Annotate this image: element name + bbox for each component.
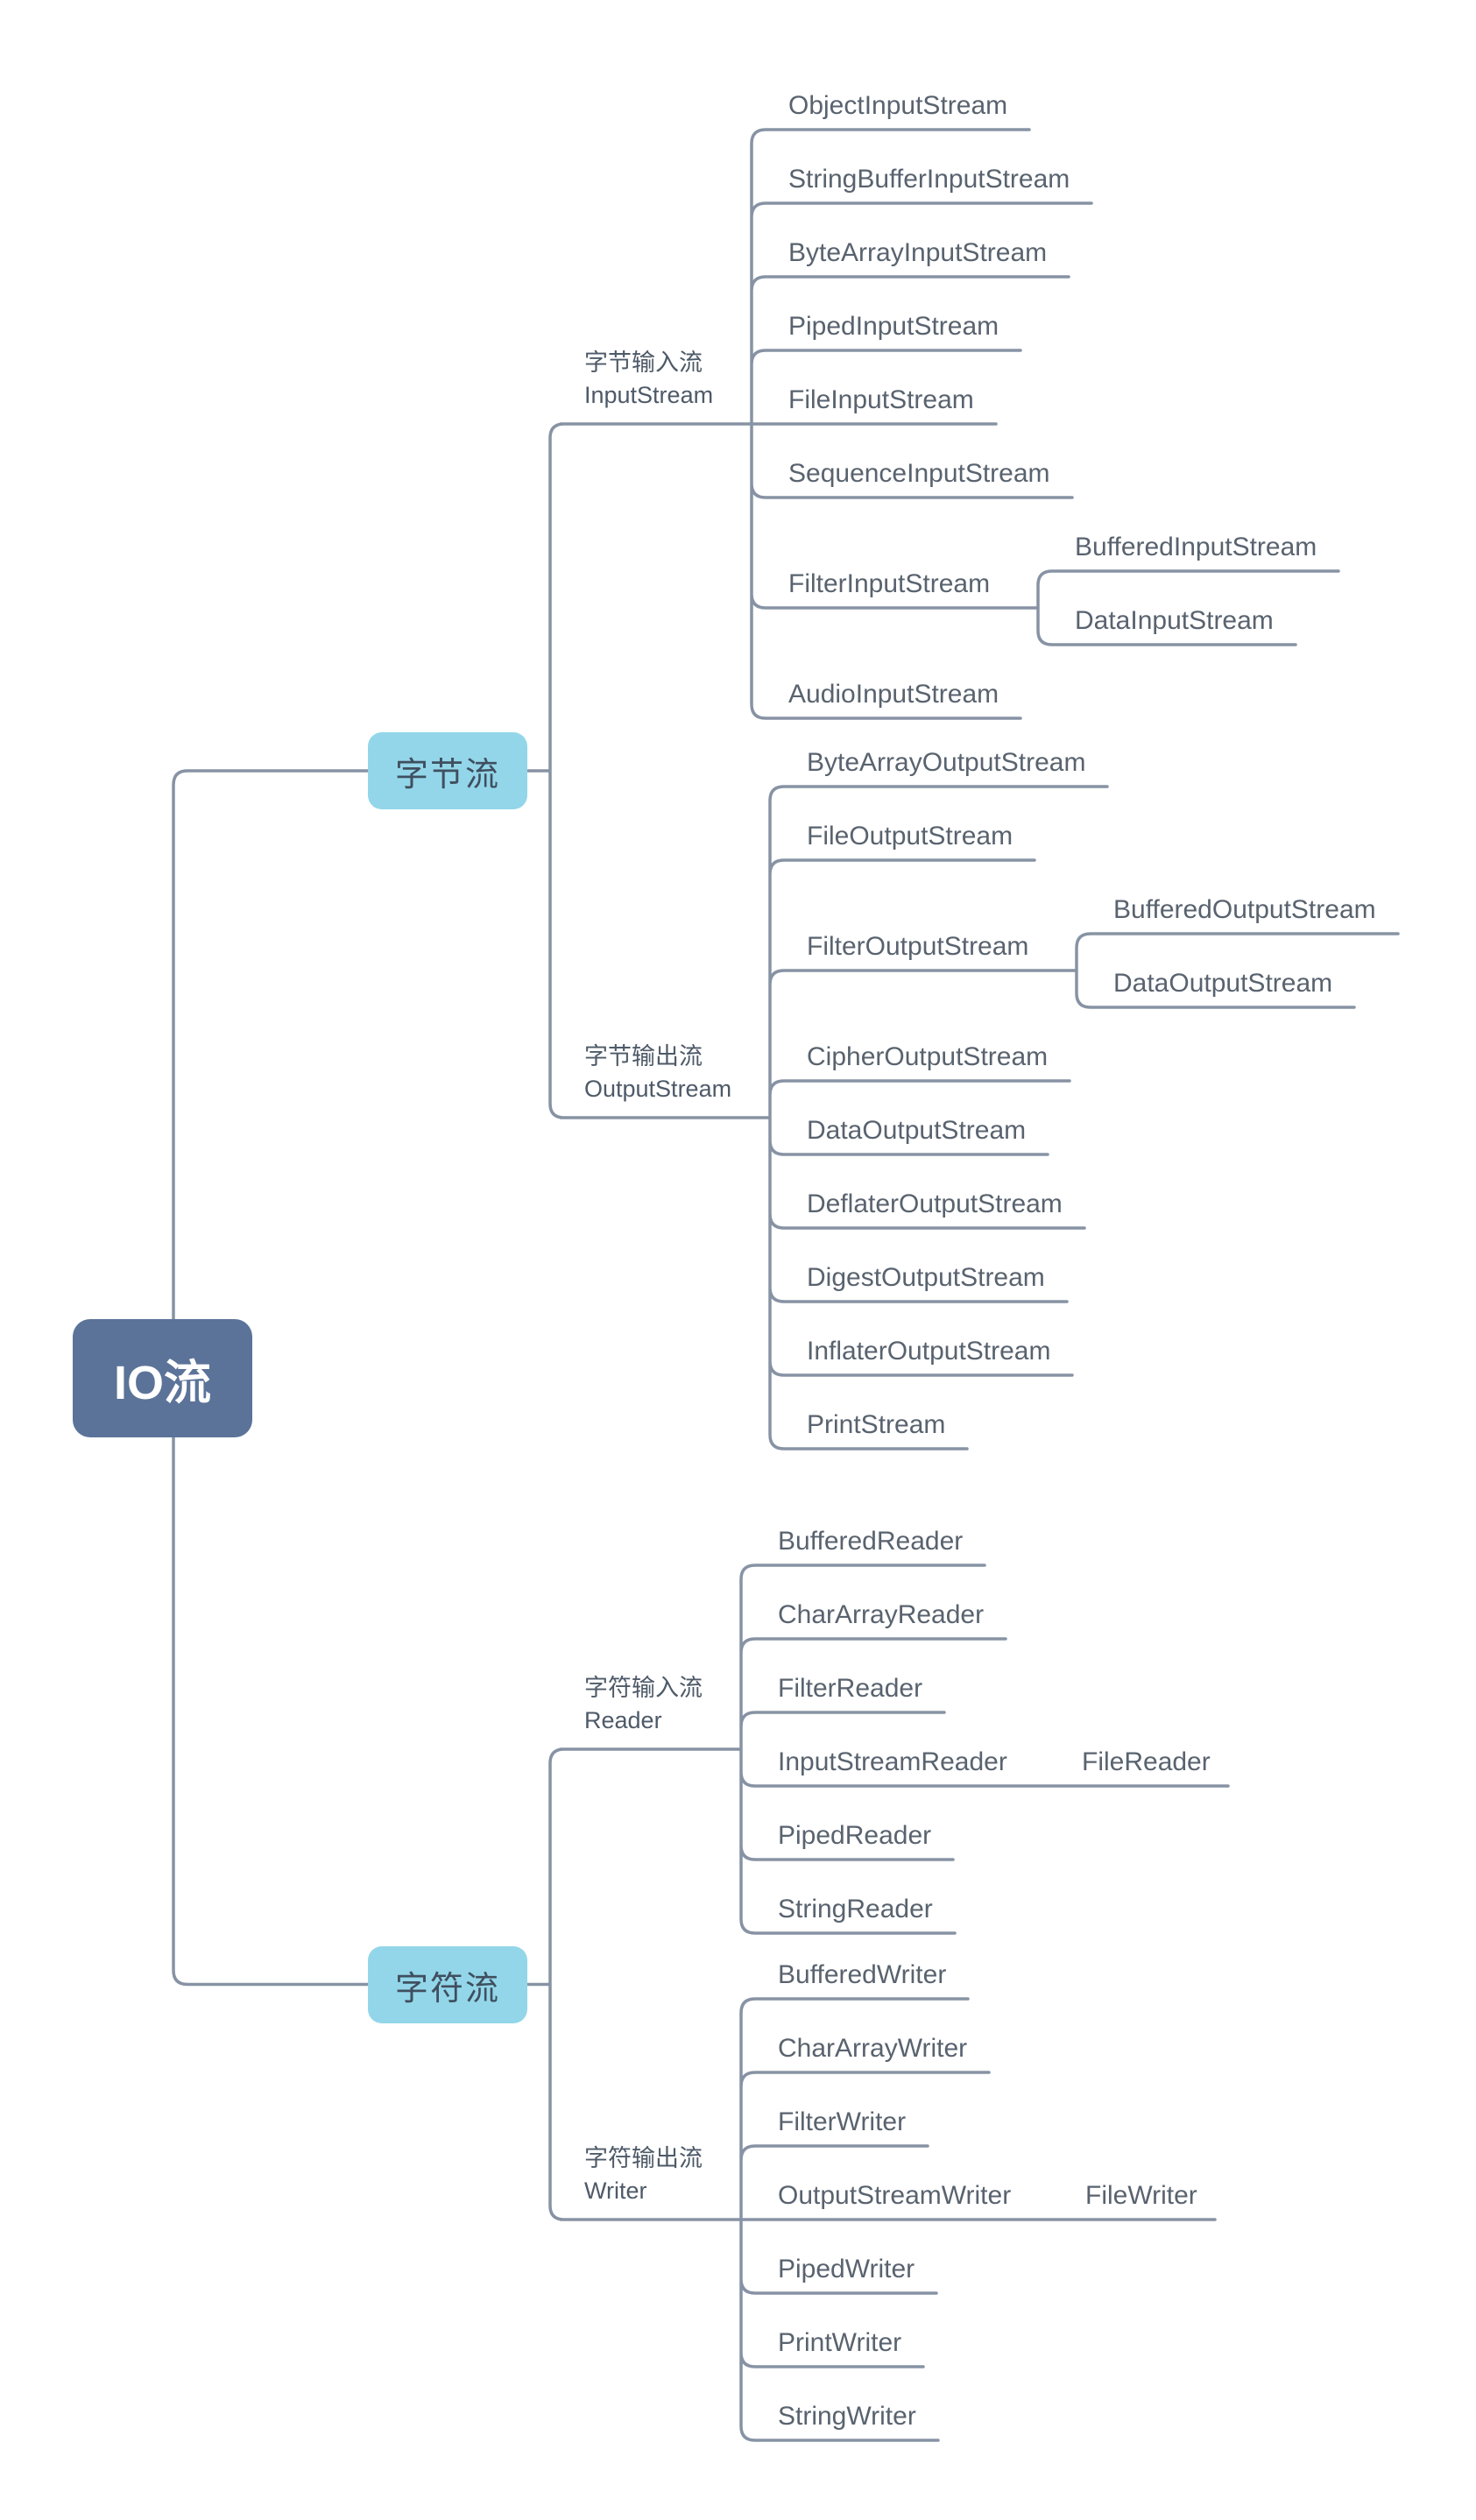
- node-bufferedoutputstream[interactable]: BufferedOutputStream: [1113, 895, 1376, 924]
- node-deflateroutputstream[interactable]: DeflaterOutputStream: [807, 1189, 1063, 1218]
- subtopic-byte-input-stream-subtitle: InputStream: [584, 382, 714, 408]
- node-pipedwriter[interactable]: PipedWriter: [778, 2255, 915, 2284]
- node-printstream[interactable]: PrintStream: [807, 1410, 946, 1439]
- node-filterwriter[interactable]: FilterWriter: [778, 2107, 907, 2136]
- node-filereader[interactable]: FileReader: [1082, 1747, 1211, 1776]
- node-fileinputstream[interactable]: FileInputStream: [788, 385, 974, 414]
- node-chararrayreader[interactable]: CharArrayReader: [778, 1600, 985, 1629]
- node-bytearrayoutputstream[interactable]: ByteArrayOutputStream: [807, 748, 1086, 777]
- subtopic-char-input-reader-title: 字符输入流: [584, 1675, 703, 1701]
- branch-byte-stream[interactable]: 字节流: [368, 732, 527, 809]
- subtopic-byte-input-stream-title: 字节输入流: [584, 349, 703, 376]
- node-stringwriter[interactable]: StringWriter: [778, 2402, 916, 2431]
- subtopic-char-output-writer[interactable]: 字符输出流 Writer: [584, 2142, 703, 2207]
- root-node-io-stream[interactable]: IO流: [73, 1319, 252, 1437]
- node-outputstreamwriter[interactable]: OutputStreamWriter: [778, 2181, 1012, 2210]
- node-dataoutputstream[interactable]: DataOutputStream: [807, 1116, 1027, 1145]
- node-dataoutputstream[interactable]: DataOutputStream: [1113, 969, 1333, 998]
- node-filterinputstream[interactable]: FilterInputStream: [788, 569, 991, 598]
- node-bufferedwriter[interactable]: BufferedWriter: [778, 1960, 947, 1989]
- node-audioinputstream[interactable]: AudioInputStream: [788, 680, 999, 709]
- node-printwriter[interactable]: PrintWriter: [778, 2328, 902, 2357]
- node-fileoutputstream[interactable]: FileOutputStream: [807, 822, 1013, 851]
- subtopic-char-input-reader-subtitle: Reader: [584, 1707, 662, 1733]
- subtopic-byte-output-stream[interactable]: 字节输出流 OutputStream: [584, 1041, 731, 1105]
- branch-char-stream[interactable]: 字符流: [368, 1946, 527, 2023]
- subtopic-char-output-writer-title: 字符输出流: [584, 2145, 703, 2171]
- node-chararraywriter[interactable]: CharArrayWriter: [778, 2034, 968, 2063]
- subtopic-byte-output-stream-title: 字节输出流: [584, 1043, 703, 1069]
- node-stringreader[interactable]: StringReader: [778, 1895, 933, 1924]
- node-pipedreader[interactable]: PipedReader: [778, 1821, 932, 1850]
- node-sequenceinputstream[interactable]: SequenceInputStream: [788, 459, 1050, 488]
- node-cipheroutputstream[interactable]: CipherOutputStream: [807, 1042, 1049, 1071]
- node-bufferedreader[interactable]: BufferedReader: [778, 1527, 964, 1556]
- node-filewriter[interactable]: FileWriter: [1085, 2181, 1197, 2210]
- node-datainputstream[interactable]: DataInputStream: [1075, 606, 1274, 635]
- subtopic-char-output-writer-subtitle: Writer: [584, 2178, 647, 2204]
- subtopic-byte-output-stream-subtitle: OutputStream: [584, 1076, 732, 1102]
- node-digestoutputstream[interactable]: DigestOutputStream: [807, 1263, 1045, 1292]
- subtopic-char-input-reader[interactable]: 字符输入流 Reader: [584, 1672, 703, 1737]
- node-objectinputstream[interactable]: ObjectInputStream: [788, 91, 1008, 120]
- node-inputstreamreader[interactable]: InputStreamReader: [778, 1747, 1007, 1776]
- node-pipedinputstream[interactable]: PipedInputStream: [788, 312, 999, 341]
- node-filteroutputstream[interactable]: FilterOutputStream: [807, 932, 1029, 961]
- subtopic-byte-input-stream[interactable]: 字节输入流 InputStream: [584, 347, 713, 412]
- node-filterreader[interactable]: FilterReader: [778, 1674, 923, 1703]
- node-inflateroutputstream[interactable]: InflaterOutputStream: [807, 1337, 1051, 1366]
- node-bufferedinputstream[interactable]: BufferedInputStream: [1075, 533, 1317, 561]
- node-stringbufferinputstream[interactable]: StringBufferInputStream: [788, 165, 1070, 194]
- node-bytearrayinputstream[interactable]: ByteArrayInputStream: [788, 238, 1048, 267]
